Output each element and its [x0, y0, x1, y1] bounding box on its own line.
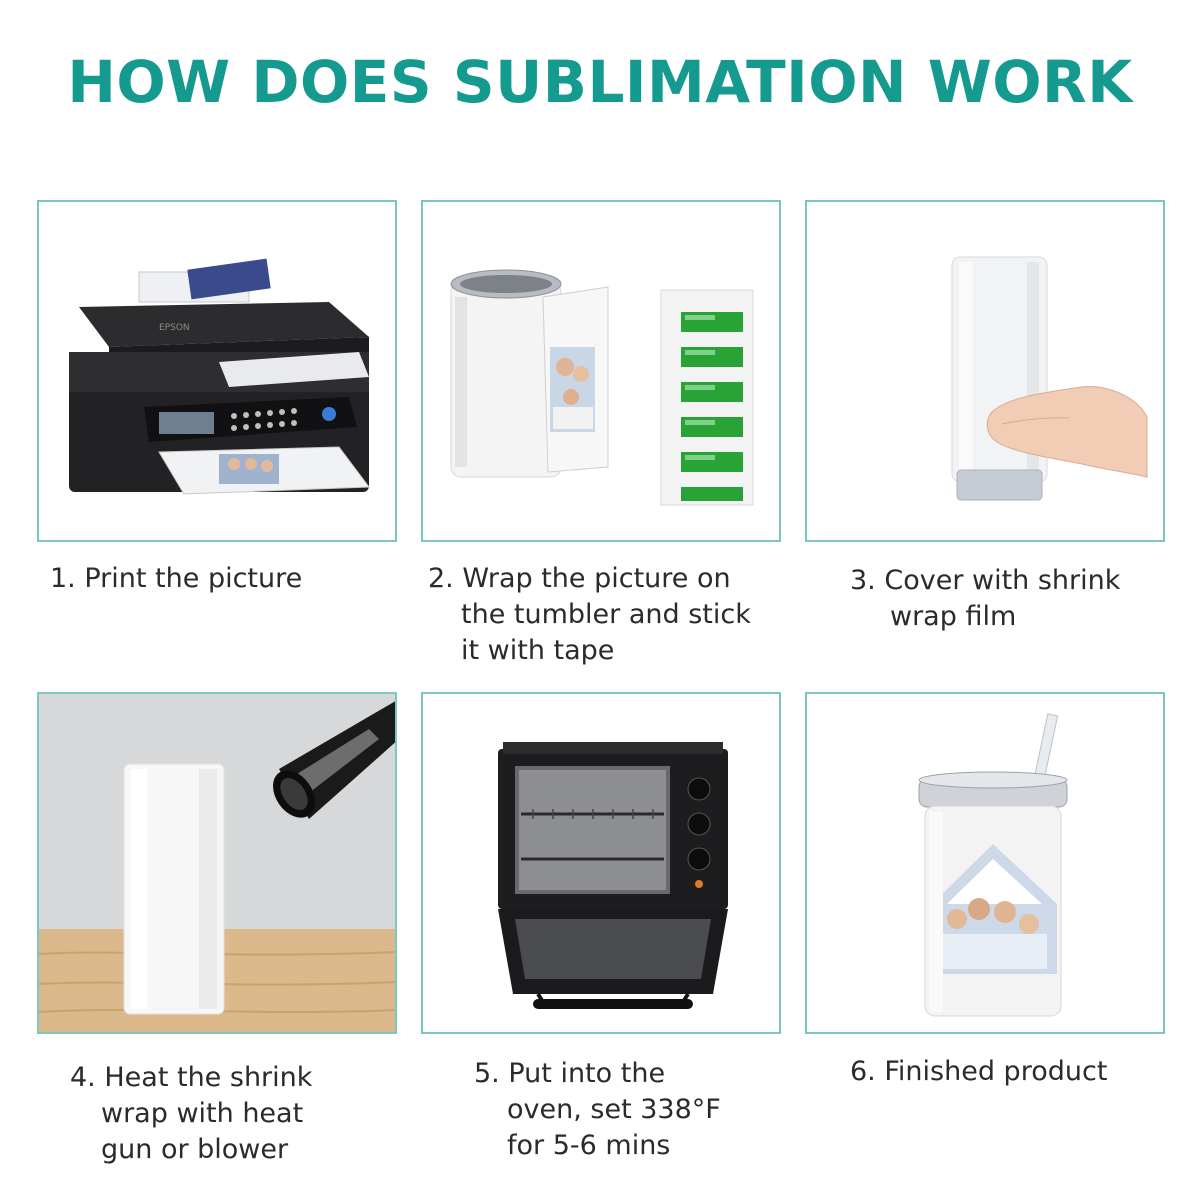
step-1-caption: 1. Print the picture	[50, 561, 302, 597]
step-6-caption: 6. Finished product	[850, 1054, 1107, 1090]
step-2-line-3: it with tape	[461, 635, 615, 666]
step-3-line-1: Cover with shrink	[884, 565, 1121, 596]
step-1-image-card: EPSON	[37, 200, 397, 542]
printer-image: EPSON	[39, 202, 395, 540]
step-3-number: 3.	[850, 565, 876, 596]
step-5-line-1: Put into the	[508, 1058, 666, 1089]
finished-tumbler-image	[807, 694, 1163, 1032]
step-5-line-3: for 5-6 mins	[507, 1130, 671, 1161]
step-6-image-card	[805, 692, 1165, 1034]
step-5-line-2: oven, set 338°F	[507, 1094, 721, 1125]
step-4-line-1: Heat the shrink	[104, 1062, 313, 1093]
step-5-caption: 5. Put into the oven, set 338°F for 5-6 …	[474, 1056, 721, 1164]
step-2-line-1: Wrap the picture on	[462, 563, 731, 594]
step-6-number: 6.	[850, 1056, 876, 1087]
step-1-line-1: Print the picture	[84, 563, 303, 594]
step-1-number: 1.	[50, 563, 76, 594]
step-3-line-2: wrap film	[890, 601, 1017, 632]
step-5-number: 5.	[474, 1058, 500, 1089]
step-3-image-card	[805, 200, 1165, 542]
step-3-caption: 3. Cover with shrink wrap film	[850, 563, 1120, 635]
step-4-number: 4.	[70, 1062, 96, 1093]
printer-brand-label: EPSON	[159, 323, 190, 333]
step-6-line-1: Finished product	[884, 1056, 1108, 1087]
step-5-image-card	[421, 692, 781, 1034]
step-4-image-card	[37, 692, 397, 1034]
shrink-wrap-image	[807, 202, 1163, 540]
step-4-line-3: gun or blower	[101, 1134, 289, 1165]
oven-image	[423, 694, 779, 1032]
step-4-caption: 4. Heat the shrink wrap with heat gun or…	[70, 1060, 312, 1168]
step-2-number: 2.	[428, 563, 454, 594]
tumbler-tape-image	[423, 202, 779, 540]
heat-gun-image	[39, 694, 395, 1032]
step-2-caption: 2. Wrap the picture on the tumbler and s…	[428, 561, 751, 669]
step-4-line-2: wrap with heat	[101, 1098, 304, 1129]
step-2-image-card	[421, 200, 781, 542]
step-2-line-2: the tumbler and stick	[461, 599, 751, 630]
page-title: HOW DOES SUBLIMATION WORK	[67, 48, 1133, 116]
